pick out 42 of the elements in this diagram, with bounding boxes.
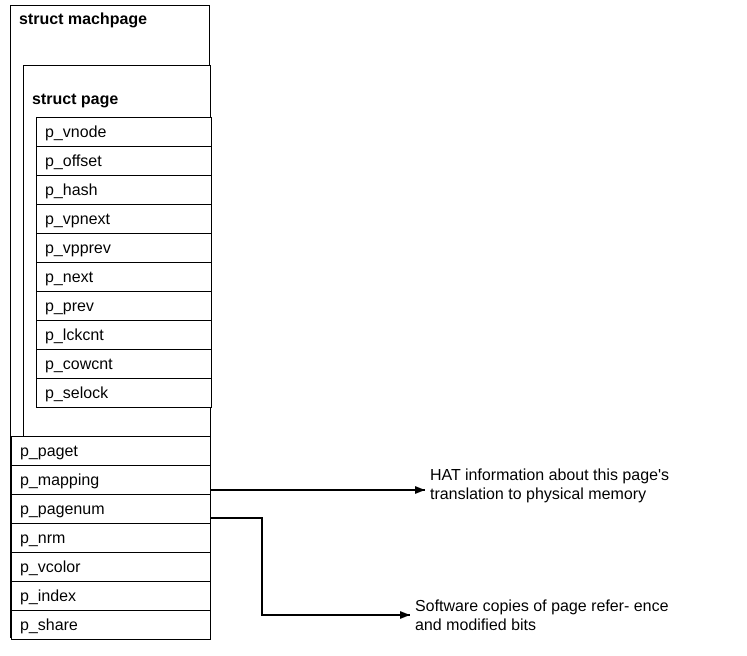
struct-box: [10, 5, 210, 638]
field-row: [11, 552, 211, 582]
field-row: [11, 436, 211, 466]
field-name: p_vcolor: [20, 558, 82, 577]
field-name: p_offset: [45, 152, 103, 171]
field-row: [36, 146, 212, 176]
field-row: [36, 320, 212, 350]
field-row: [11, 610, 211, 640]
field-row: [11, 494, 211, 524]
annotation-text: Software copies of page refer- ence and modified bits: [415, 597, 670, 635]
field-name: p_vnode: [45, 123, 108, 142]
field-row: [36, 378, 212, 408]
field-name: p_pagenum: [20, 500, 106, 519]
field-name: p_cowcnt: [45, 355, 114, 374]
field-row: [36, 349, 212, 379]
annotation-text: HAT information about this page's translation to physical memory: [430, 466, 670, 504]
field-name: p_hash: [45, 181, 98, 200]
arrow: [210, 486, 425, 494]
field-row: [11, 581, 211, 611]
field-name: p_share: [20, 616, 79, 635]
struct-heading: struct machpage: [19, 10, 148, 29]
field-row: [36, 117, 212, 147]
field-name: p_nrm: [20, 529, 66, 548]
field-name: p_prev: [45, 297, 95, 316]
field-name: p_index: [20, 587, 78, 606]
field-name: p_lckcnt: [45, 326, 105, 345]
struct-box: [23, 65, 211, 437]
field-row: [11, 523, 211, 553]
field-row: [36, 204, 212, 234]
struct-heading: struct page: [32, 90, 120, 109]
field-row: [36, 233, 212, 263]
field-name: p_paget: [20, 442, 79, 461]
field-name: p_vpprev: [45, 239, 112, 258]
field-name: p_vpnext: [45, 210, 111, 229]
field-row: [36, 175, 212, 205]
field-row: [36, 262, 212, 292]
field-name: p_mapping: [20, 471, 100, 490]
arrow: [210, 517, 410, 619]
field-row: [36, 291, 212, 321]
field-name: p_next: [45, 268, 94, 287]
field-name: p_selock: [45, 384, 110, 403]
field-row: [11, 465, 211, 495]
